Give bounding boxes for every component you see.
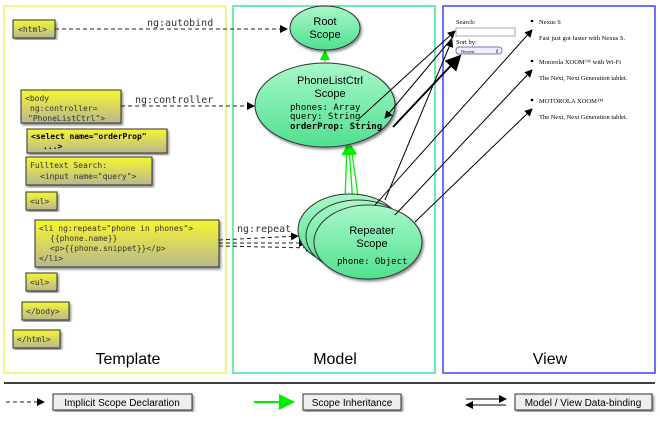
svg-text:<li ng:repeat="phone in phones: <li ng:repeat="phone in phones"> bbox=[39, 224, 193, 233]
binding-sort-edge bbox=[392, 54, 462, 128]
repeat-edge-1 bbox=[218, 232, 299, 241]
body-close-box: </body> bbox=[21, 301, 70, 321]
svg-text:<html>: <html> bbox=[18, 25, 47, 34]
svg-text:<select name="orderProp": <select name="orderProp" bbox=[31, 132, 147, 141]
svg-text:<p>{{phone.snippet}}</p>: <p>{{phone.snippet}}</p> bbox=[50, 244, 166, 253]
li-repeat-box: <li ng:repeat="phone in phones">{{phone.… bbox=[34, 219, 220, 268]
svg-text:orderProp: String: orderProp: String bbox=[290, 121, 382, 132]
svg-text:phones: Array: phones: Array bbox=[290, 103, 361, 113]
svg-text:"PhoneListCtrl">: "PhoneListCtrl"> bbox=[28, 114, 105, 123]
svg-text:Scope: Scope bbox=[314, 88, 345, 100]
svg-text:<body: <body bbox=[25, 94, 49, 103]
svg-text:Model / View Data-binding: Model / View Data-binding bbox=[525, 398, 642, 409]
binding-phone2-edge bbox=[394, 69, 533, 216]
html-box: <html> bbox=[12, 19, 56, 39]
svg-text:phone: Object: phone: Object bbox=[337, 257, 407, 267]
binding-back-1 bbox=[384, 39, 453, 201]
svg-text:The Next, Next Generation tabl: The Next, Next Generation tablet. bbox=[539, 75, 628, 82]
repeat-label: ng:repeat bbox=[237, 224, 291, 235]
search-box: Fulltext Search: <input name="query"> bbox=[25, 156, 153, 186]
binding-phone3-edge bbox=[414, 108, 533, 223]
svg-text:PhoneListCtrl: PhoneListCtrl bbox=[297, 75, 363, 87]
svg-text:Root: Root bbox=[313, 16, 336, 28]
legend-inheritance: Scope Inheritance bbox=[254, 393, 402, 411]
repeater-scope-stack: Repeater Scope phone: Object bbox=[297, 193, 423, 280]
svg-text:query: String: query: String bbox=[290, 112, 360, 122]
svg-text:Nexus S: Nexus S bbox=[539, 19, 561, 26]
template-label: Template bbox=[96, 351, 161, 368]
svg-text:<input name="query">: <input name="query"> bbox=[40, 172, 137, 181]
svg-text:{{phone.name}}: {{phone.name}} bbox=[50, 234, 117, 243]
model-panel bbox=[232, 5, 436, 374]
svg-text:...>: ...> bbox=[43, 142, 62, 151]
select-arrows-icon: ⇕ bbox=[495, 49, 499, 55]
ul-open-box: <ul> bbox=[25, 191, 58, 211]
svg-text:Implicit Scope Declaration: Implicit Scope Declaration bbox=[64, 398, 180, 409]
svg-text:Motorola XOOM™ with Wi-Fi: Motorola XOOM™ with Wi-Fi bbox=[539, 59, 621, 66]
svg-text:Scope: Scope bbox=[309, 29, 340, 41]
root-scope: Root Scope bbox=[289, 5, 361, 51]
model-label: Model bbox=[313, 351, 357, 368]
select-box: <select name="orderProp"...> bbox=[26, 128, 168, 154]
sort-select[interactable] bbox=[455, 46, 503, 55]
ul-close-box: <ul> bbox=[25, 272, 58, 292]
svg-text:</html>: </html> bbox=[17, 335, 51, 344]
binding-query-edge-back bbox=[384, 36, 454, 119]
svg-text:Scope: Scope bbox=[356, 238, 387, 250]
svg-text:</li>: </li> bbox=[39, 254, 63, 263]
svg-text:</body>: </body> bbox=[26, 307, 60, 316]
view-label: View bbox=[533, 351, 568, 368]
html-close-box: </html> bbox=[12, 329, 61, 349]
sort-value: Newest bbox=[461, 49, 475, 54]
phone-list-item: Nexus S Fast just got faster with Nexus S… bbox=[530, 19, 625, 42]
svg-text:<ul>: <ul> bbox=[30, 278, 49, 287]
search-input[interactable] bbox=[455, 27, 516, 37]
svg-text:Fulltext Search:: Fulltext Search: bbox=[30, 161, 107, 170]
svg-text:<ul>: <ul> bbox=[30, 197, 49, 206]
svg-text:ng:controller=: ng:controller= bbox=[30, 104, 98, 113]
binding-query-edge bbox=[359, 30, 456, 119]
binding-phone1-edge bbox=[374, 29, 533, 206]
autobind-label: ng:autobind bbox=[147, 18, 213, 29]
view-panel bbox=[442, 5, 656, 374]
phonelist-scope: PhoneListCtrl Scope phones: Array query:… bbox=[254, 62, 396, 148]
search-label: Search: bbox=[456, 19, 476, 26]
sort-label: Sort by: bbox=[456, 39, 477, 46]
legend-binding: Model / View Data-binding bbox=[465, 393, 653, 411]
svg-text:Fast just got faster with Nexu: Fast just got faster with Nexus S. bbox=[539, 35, 625, 42]
svg-text:The Next, Next Generation tabl: The Next, Next Generation tablet. bbox=[539, 114, 628, 121]
svg-text:MOTOROLA XOOM™: MOTOROLA XOOM™ bbox=[539, 98, 604, 105]
repeat-edge-3 bbox=[218, 243, 314, 252]
controller-label: ng:controller bbox=[135, 95, 213, 106]
legend-implicit: Implicit Scope Declaration bbox=[6, 393, 193, 411]
phone-list-item: MOTOROLA XOOM™ The Next, Next Generation … bbox=[530, 98, 628, 121]
svg-text:Scope Inheritance: Scope Inheritance bbox=[312, 398, 393, 409]
svg-text:Repeater: Repeater bbox=[349, 225, 395, 237]
